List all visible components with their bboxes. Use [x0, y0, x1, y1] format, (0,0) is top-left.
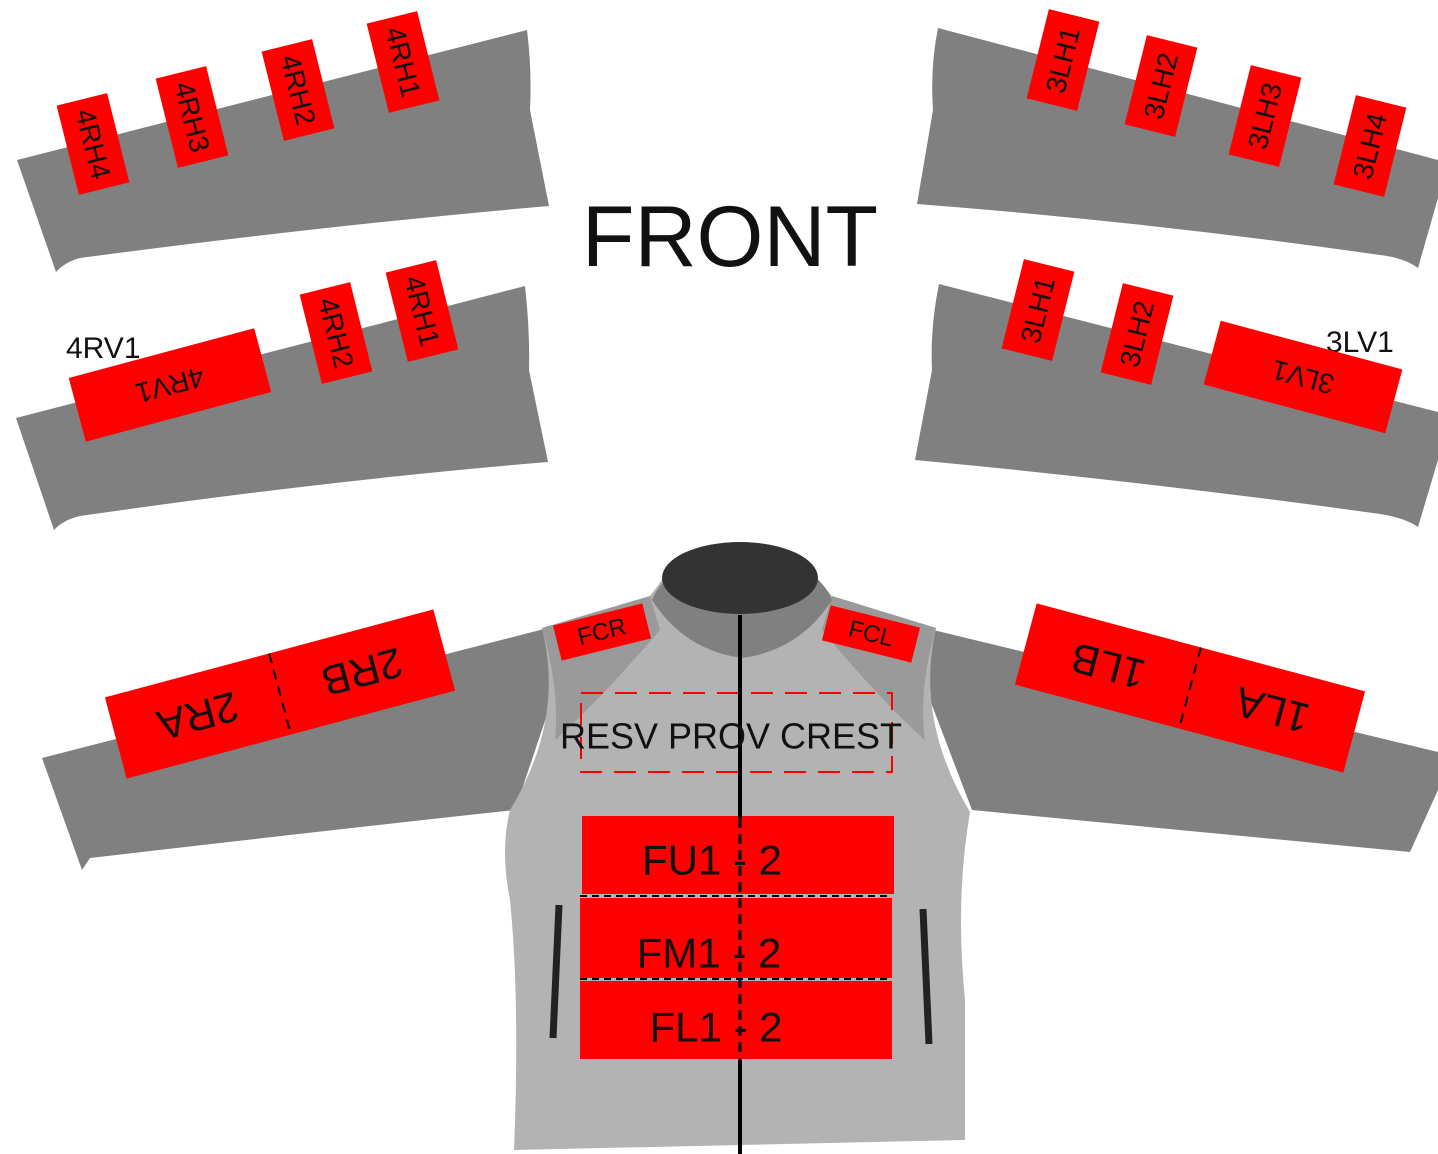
- pocket-left: [919, 908, 933, 1045]
- outside-label: 4RV1: [66, 332, 141, 365]
- crest-area-outline: [580, 692, 893, 773]
- chest-patch-left: FCL: [822, 605, 920, 663]
- right-sleeve-outer: 4RH4 4RH3 4RH2 4RH1: [17, 11, 549, 272]
- patch: 3LH2: [1124, 35, 1198, 137]
- front-panel-label: FU1 - 2: [642, 837, 782, 884]
- pocket-right: [549, 904, 563, 1039]
- patch: 3LH4: [1333, 95, 1407, 197]
- diagram-title: FRONT: [582, 189, 878, 285]
- patch: 3LH1: [1001, 259, 1075, 361]
- patch: 4RH2: [299, 282, 373, 384]
- left-sleeve-inner: 3LV1 3LH1 3LH2 3LV1: [915, 259, 1438, 527]
- collar-inner: [662, 542, 818, 614]
- patch: 4RH4: [56, 93, 130, 195]
- jacket-front: 2RA 2RB 1LB 1LA FCR FCL: [42, 542, 1438, 1154]
- patch: 3LH1: [1026, 9, 1100, 111]
- right-sleeve-inner: 4RV1 4RV1 4RH2 4RH1: [16, 260, 548, 530]
- left-sleeve-outer: 3LH1 3LH2 3LH3 3LH4: [917, 9, 1438, 268]
- patch: 4RH2: [261, 39, 335, 141]
- patch: 4RV1: [68, 328, 272, 442]
- patch: 3LV1: [1203, 320, 1403, 434]
- front-panel-lower: [580, 981, 892, 1059]
- front-panel-middle: [580, 898, 892, 978]
- front-panel-label: FM1 - 2: [637, 930, 782, 977]
- patch: 4RH1: [385, 260, 459, 362]
- patch: 4RH1: [366, 11, 440, 113]
- arm-patch-left: 1LB 1LA: [1014, 603, 1366, 773]
- patch: 3LH2: [1100, 283, 1174, 385]
- patch: 3LH3: [1228, 65, 1302, 167]
- patch: 4RH3: [155, 66, 229, 168]
- crest-area-label: RESV PROV CREST: [560, 716, 902, 757]
- front-panel-label: FL1 - 2: [649, 1004, 782, 1051]
- front-panel-upper: [582, 816, 894, 894]
- chest-patch-right: FCR: [553, 603, 651, 661]
- arm-patch-right: 2RA 2RB: [104, 609, 456, 779]
